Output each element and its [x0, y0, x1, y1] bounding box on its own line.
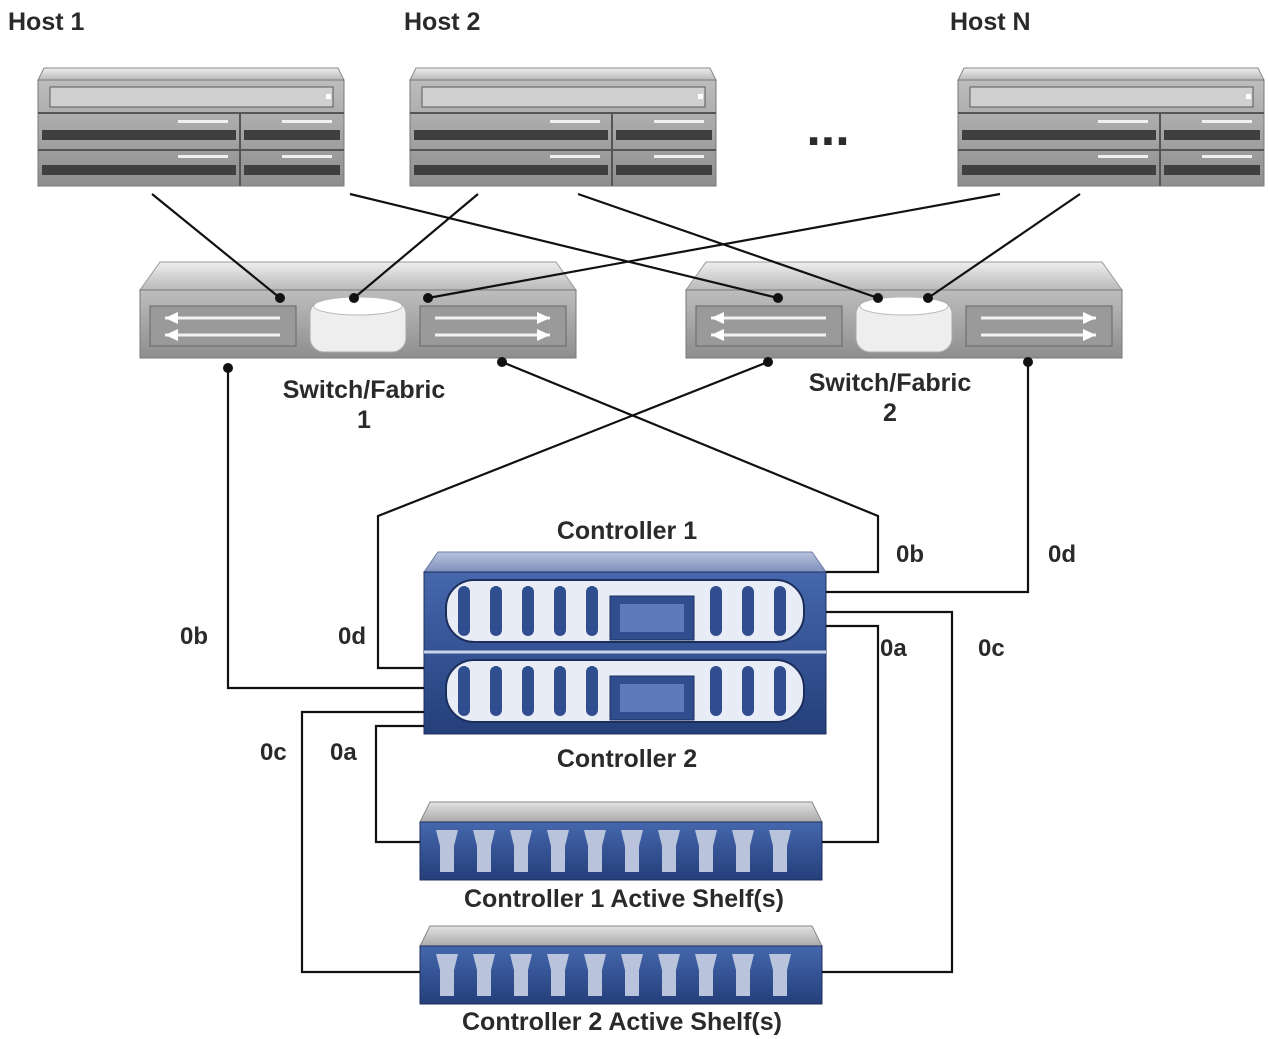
port-dot — [423, 293, 433, 303]
port-dot — [223, 363, 233, 373]
host-1-server — [37, 67, 345, 187]
controller-1-label: Controller 1 — [557, 517, 697, 545]
switch-1-label: Switch/Fabric — [283, 376, 446, 404]
cable-c2-0d-sw2 — [376, 360, 769, 670]
switch-2-label: Switch/Fabric — [809, 369, 972, 397]
controller-1-unit — [445, 579, 805, 643]
cable-c1-0a-shelf1 — [822, 624, 880, 844]
switch-controller-cables — [226, 360, 1030, 690]
cable-host2-sw1 — [353, 193, 479, 299]
port-dot — [763, 357, 773, 367]
port-label-c1-0c: 0c — [978, 635, 1005, 662]
shelf-1-label: Controller 1 Active Shelf(s) — [464, 885, 784, 913]
controller-1-active-shelf — [419, 801, 823, 881]
cable-hostn-sw2 — [927, 193, 1081, 299]
cable-c1-0b-sw1 — [501, 360, 880, 574]
switch-fabric-2 — [685, 261, 1123, 359]
switch-1-number: 1 — [357, 406, 371, 434]
controller-shelf-cables — [300, 610, 954, 974]
port-dot — [1023, 357, 1033, 367]
host-2-server — [409, 67, 717, 187]
hosts-ellipsis: ... — [806, 99, 849, 157]
port-label-c1-0b: 0b — [896, 541, 924, 568]
port-label-c2-0b: 0b — [180, 623, 208, 650]
port-label-c2-0a: 0a — [330, 739, 357, 766]
port-label-c2-0c: 0c — [260, 739, 287, 766]
host-n-server — [957, 67, 1265, 187]
cable-hostn-sw1 — [427, 192, 1001, 300]
port-dot — [497, 357, 507, 367]
cable-host1-sw1 — [151, 193, 281, 299]
host-1-label: Host 1 — [8, 8, 85, 36]
port-dot — [923, 293, 933, 303]
port-label-c1-0a: 0a — [880, 635, 907, 662]
port-dot — [873, 293, 883, 303]
host-2-label: Host 2 — [404, 8, 480, 36]
switch-fabric-1 — [139, 261, 577, 359]
cable-c2-0a-shelf1 — [374, 724, 424, 844]
port-dot — [275, 293, 285, 303]
host-n-label: Host N — [950, 8, 1031, 36]
port-dot — [349, 293, 359, 303]
cable-host1-sw2 — [349, 192, 779, 300]
cable-c2-0c-shelf2 — [300, 710, 424, 974]
cable-c1-0c-shelf2 — [822, 610, 954, 974]
cable-host2-sw2 — [577, 192, 879, 300]
controller-2-active-shelf — [419, 925, 823, 1005]
port-dots — [223, 293, 1033, 373]
switch-2-number: 2 — [883, 399, 897, 427]
host-switch-cables — [151, 192, 1081, 300]
cable-c2-0b-sw1 — [226, 368, 424, 690]
port-dot — [773, 293, 783, 303]
controller-2-unit — [445, 659, 805, 723]
shelf-2-label: Controller 2 Active Shelf(s) — [462, 1008, 782, 1036]
controller-2-label: Controller 2 — [557, 745, 697, 773]
port-label-c1-0d: 0d — [1048, 541, 1076, 568]
cable-c1-0d-sw2 — [826, 362, 1030, 594]
port-label-c2-0d: 0d — [338, 623, 366, 650]
